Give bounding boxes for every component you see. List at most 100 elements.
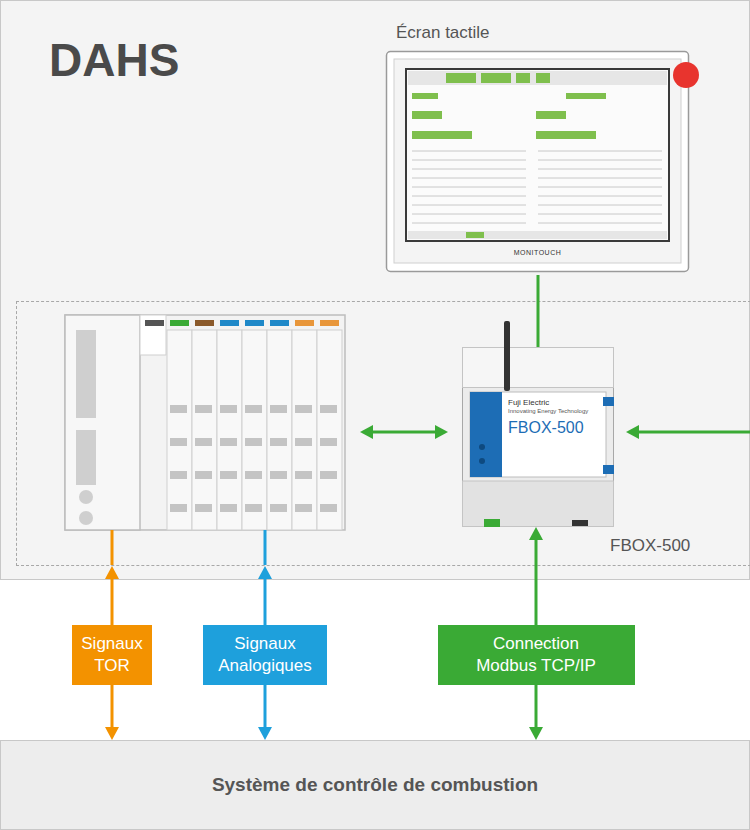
arrow-head bbox=[626, 425, 639, 439]
antenna bbox=[504, 321, 510, 391]
device-body bbox=[463, 348, 614, 527]
ui-block bbox=[412, 131, 472, 139]
ui-row bbox=[538, 205, 662, 206]
side-tab bbox=[603, 465, 614, 474]
signal-box: Signaux TOR bbox=[72, 625, 152, 685]
io-terminal bbox=[220, 504, 237, 512]
ui-block bbox=[536, 73, 550, 83]
ui-row bbox=[412, 196, 526, 197]
io-slice bbox=[242, 330, 267, 530]
ui-row bbox=[538, 151, 662, 152]
ui-block bbox=[412, 111, 442, 119]
device-label: FBOX-500 bbox=[508, 419, 584, 437]
panel-strip bbox=[470, 392, 502, 477]
io-slices bbox=[145, 320, 342, 530]
touch-screen: Écran tactileMONITOUCH bbox=[386, 13, 691, 275]
link-line bbox=[372, 431, 436, 434]
ui-row bbox=[538, 223, 662, 224]
io-terminal bbox=[195, 471, 212, 479]
ui-block bbox=[536, 131, 596, 139]
ui-row bbox=[538, 178, 662, 179]
io-terminal bbox=[220, 405, 237, 413]
ui-row bbox=[538, 187, 662, 188]
io-slice bbox=[192, 330, 217, 530]
status-dot bbox=[673, 62, 699, 88]
screen-header bbox=[408, 71, 667, 85]
screen-heading: Écran tactile bbox=[396, 23, 490, 43]
connector bbox=[264, 685, 267, 728]
signal-box: Signaux Analogiques bbox=[203, 625, 327, 685]
status-led bbox=[479, 458, 485, 464]
ui-row bbox=[412, 151, 526, 152]
io-terminal bbox=[220, 471, 237, 479]
io-slice bbox=[267, 330, 292, 530]
arrow-head bbox=[258, 566, 272, 579]
io-module bbox=[65, 315, 345, 530]
arrow-head bbox=[258, 727, 272, 740]
io-tab bbox=[245, 320, 264, 326]
io-slice bbox=[292, 330, 317, 530]
io-tab bbox=[295, 320, 314, 326]
io-terminal bbox=[245, 438, 262, 446]
signal-stub bbox=[264, 530, 267, 565]
group-label: FBOX-500 bbox=[610, 536, 690, 556]
signal-stub bbox=[111, 530, 114, 565]
connector bbox=[535, 539, 538, 625]
ui-block bbox=[466, 232, 484, 238]
ui-row bbox=[412, 160, 526, 161]
device-top bbox=[463, 348, 614, 388]
io-bar bbox=[76, 430, 96, 485]
io-terminal bbox=[270, 471, 287, 479]
device-illustration bbox=[462, 347, 614, 527]
side-tab bbox=[603, 397, 614, 406]
arrow-head bbox=[529, 527, 543, 540]
io-base bbox=[65, 315, 345, 530]
terminal-block bbox=[484, 519, 500, 527]
brand-tagline: Innovating Energy Technology bbox=[508, 408, 588, 414]
io-terminal bbox=[320, 405, 337, 413]
io-terminal bbox=[170, 438, 187, 446]
io-slot bbox=[140, 315, 166, 355]
control-system: Système de contrôle de combustion bbox=[0, 740, 750, 830]
screen-display bbox=[406, 69, 669, 241]
ui-block bbox=[516, 73, 530, 83]
io-slice bbox=[317, 330, 342, 530]
io-terminal bbox=[245, 471, 262, 479]
device-base bbox=[463, 481, 614, 527]
io-terminal bbox=[270, 405, 287, 413]
connector bbox=[535, 685, 538, 728]
screen-frame bbox=[394, 59, 681, 263]
arrow-head bbox=[435, 425, 448, 439]
io-terminal bbox=[320, 438, 337, 446]
frame-title: DAHS bbox=[49, 33, 179, 87]
arrow-head bbox=[529, 727, 543, 740]
ui-row bbox=[538, 214, 662, 215]
gateway-group: FBOX-500Fuji ElectricInnovating Energy T… bbox=[16, 301, 750, 566]
ui-row bbox=[412, 187, 526, 188]
brand-mark: MONITOUCH bbox=[386, 249, 689, 256]
signal-label: Signaux Analogiques bbox=[209, 633, 321, 677]
ui-row bbox=[538, 169, 662, 170]
ui-row bbox=[538, 196, 662, 197]
ui-footer bbox=[408, 231, 667, 239]
ui-block bbox=[481, 73, 511, 83]
ui-block bbox=[536, 111, 566, 119]
system-frame: DAHSÉcran tactileMONITOUCHFBOX-500Fuji E… bbox=[0, 0, 750, 580]
io-terminal bbox=[295, 504, 312, 512]
io-bar bbox=[76, 330, 96, 418]
io-terminal bbox=[270, 504, 287, 512]
arrow-head bbox=[105, 727, 119, 740]
status-led bbox=[479, 444, 485, 450]
io-terminal bbox=[170, 504, 187, 512]
io-terminal bbox=[270, 438, 287, 446]
connector bbox=[537, 275, 540, 347]
io-slice bbox=[167, 330, 192, 530]
io-terminal bbox=[295, 438, 312, 446]
ui-row bbox=[412, 223, 526, 224]
io-terminal bbox=[320, 471, 337, 479]
ui-row bbox=[412, 205, 526, 206]
ui-block bbox=[566, 93, 606, 99]
ui-row bbox=[412, 178, 526, 179]
